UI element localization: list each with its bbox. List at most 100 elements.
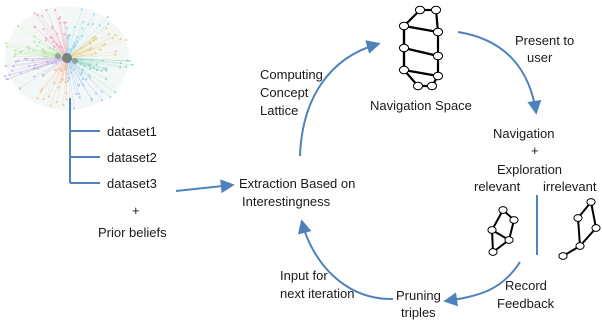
lattice-edge [403, 68, 439, 78]
knowledge-graph-image [3, 6, 134, 110]
graph-node [53, 8, 57, 12]
graph-edge [66, 57, 97, 65]
lattice-node [412, 81, 424, 91]
graph-edge [19, 57, 68, 89]
graph-edge [66, 57, 80, 98]
graph-edge [34, 13, 68, 59]
exploration-label: Exploration [497, 162, 563, 177]
graph-node [44, 39, 48, 42]
graph-edge [41, 57, 68, 90]
graph-node [66, 34, 69, 37]
graph-node [14, 49, 17, 52]
graph-hub [62, 53, 72, 63]
graph-node [105, 77, 108, 80]
graph-node [38, 41, 41, 44]
dataset-bracket [69, 98, 100, 184]
graph-edge [66, 23, 93, 59]
extraction-label-line2: Interestingness [242, 194, 331, 209]
graph-node [51, 27, 54, 30]
irrelevant-label: irrelevant [543, 179, 597, 194]
graph-node [52, 40, 55, 43]
record-label-line1: Record [505, 278, 547, 293]
arrow-extraction-to-lattice [299, 40, 381, 157]
graph-node [77, 84, 81, 87]
graph-edge [34, 57, 68, 77]
graph-node [111, 37, 114, 40]
lattice-node [586, 198, 596, 206]
graph-node [78, 96, 81, 99]
graph-node [6, 45, 9, 48]
lattice-node [509, 216, 519, 224]
graph-edge [66, 57, 75, 109]
graph-node [73, 107, 76, 110]
dataset1-label: dataset1 [107, 124, 157, 139]
lattice-edge [403, 46, 439, 58]
graph-node [103, 43, 106, 46]
graph-edge [66, 22, 84, 59]
graph-node [64, 91, 68, 95]
graph-edge [60, 22, 68, 59]
lattice-node [432, 71, 444, 81]
graph-node [100, 69, 103, 72]
graph-node [5, 42, 8, 45]
computing-label-line2: Concept [260, 85, 309, 100]
graph-node [57, 86, 60, 89]
graph-node [80, 8, 83, 11]
graph-edge [17, 25, 68, 59]
graph-edge [66, 23, 109, 59]
graph-node [42, 28, 45, 31]
graph-edge [66, 43, 105, 59]
plus-right-label: + [531, 143, 539, 158]
arrow-datasets-to-extraction [175, 179, 235, 194]
graph-node [95, 37, 98, 40]
graph-edge [66, 28, 83, 59]
graph-edge [4, 57, 68, 77]
graph-node [64, 21, 67, 24]
computing-label-line1: Computing [260, 67, 323, 82]
graph-node [49, 104, 52, 107]
graph-node [19, 72, 22, 75]
graph-edge [34, 41, 68, 59]
lattice-node [414, 5, 426, 15]
graph-node [90, 99, 93, 102]
graph-hub [55, 53, 61, 59]
graph-node [47, 95, 50, 98]
graph-node [14, 60, 17, 63]
pruning-label-line1: Pruning [396, 288, 441, 303]
graph-node [131, 63, 134, 66]
lattice-node [573, 214, 583, 222]
graph-node [58, 68, 61, 71]
graph-node [45, 60, 48, 64]
prior-beliefs-label: Prior beliefs [98, 225, 167, 240]
graph-node [12, 65, 15, 68]
graph-edge [66, 27, 107, 59]
graph-node [13, 54, 16, 58]
graph-edge [66, 49, 101, 59]
lattice-node [558, 252, 568, 260]
graph-edge [66, 26, 75, 59]
graph-node [44, 36, 48, 40]
graph-node [73, 25, 76, 29]
present-label-line2: user [527, 50, 553, 65]
graph-node [88, 63, 91, 67]
pruning-label-line2: triples [401, 305, 436, 320]
navigation-space-label: Navigation Space [370, 98, 472, 113]
graph-edge [54, 9, 68, 59]
graph-node [18, 87, 21, 90]
graph-node [18, 51, 21, 54]
graph-edge [27, 57, 68, 60]
graph-node [42, 97, 45, 101]
graph-node [95, 68, 99, 72]
graph-node [94, 52, 97, 55]
graph-node [106, 15, 109, 19]
plus-left-label: + [132, 203, 140, 218]
graph-node [33, 40, 36, 43]
graph-node [114, 91, 117, 94]
graph-edge [66, 57, 103, 101]
graph-node [95, 63, 98, 66]
lattice-node [432, 27, 444, 37]
graph-node [14, 52, 17, 56]
graph-node [119, 37, 123, 41]
graph-node [125, 38, 128, 42]
graph-node [45, 8, 48, 12]
